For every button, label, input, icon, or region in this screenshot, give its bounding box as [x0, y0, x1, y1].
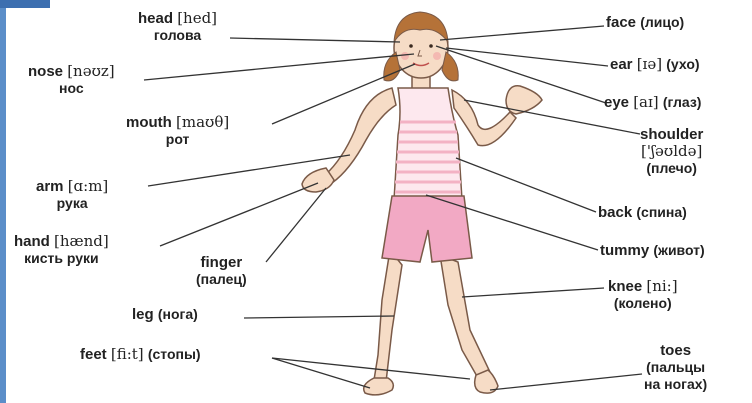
mouth-en: mouth	[126, 114, 172, 131]
eye-ru: (глаз)	[663, 94, 702, 110]
right-leg	[440, 255, 490, 378]
label-arm: arm [ɑ:m] рука	[36, 178, 108, 212]
nose-en: nose	[28, 63, 63, 80]
ear-ipa: [ɪə]	[637, 55, 662, 73]
toes-en: toes	[644, 342, 707, 359]
knee-en: knee	[608, 278, 642, 295]
label-shoulder: shoulder ['ʃəʊldə] (плечо)	[640, 126, 703, 177]
left-hand	[302, 168, 334, 192]
face-ru: (лицо)	[640, 14, 684, 30]
mouth-ipa: [maʊθ]	[176, 113, 229, 131]
arm-ru: рука	[36, 195, 108, 212]
arm-en: arm	[36, 178, 64, 195]
toes-ru-2: на ногах)	[644, 376, 707, 393]
label-finger: finger (палец)	[196, 254, 247, 288]
leg-ru: (нога)	[158, 306, 198, 322]
back-ru: (спина)	[636, 204, 686, 220]
head-ru: голова	[138, 27, 217, 44]
eye-en: eye	[604, 94, 629, 111]
ear-en: ear	[610, 56, 633, 73]
face-en: face	[606, 14, 636, 31]
tummy-ru: (живот)	[653, 242, 704, 258]
mouth-ru: рот	[126, 131, 229, 148]
hand-ru: кисть руки	[14, 250, 109, 267]
ear-ru: (ухо)	[666, 56, 699, 72]
finger-en: finger	[196, 254, 247, 271]
hand-ipa: [hænd]	[54, 232, 109, 250]
label-mouth: mouth [maʊθ] рот	[126, 114, 229, 148]
back-en: back	[598, 204, 632, 221]
right-cheek	[433, 52, 441, 60]
left-eye	[409, 44, 413, 48]
head-en: head	[138, 10, 173, 27]
label-toes: toes (пальцы на ногах)	[644, 342, 707, 393]
left-cheek	[401, 52, 409, 60]
label-ear: ear [ɪə] (ухо)	[610, 56, 700, 73]
knee-ru: (колено)	[608, 295, 678, 312]
label-tummy: tummy (живот)	[600, 242, 705, 259]
label-leg: leg (нога)	[132, 306, 198, 323]
tummy-en: tummy	[600, 242, 649, 259]
head-ipa: [hed]	[177, 9, 217, 27]
shoulder-ru: (плечо)	[640, 160, 703, 177]
eye-ipa: [aɪ]	[633, 93, 658, 111]
label-back: back (спина)	[598, 204, 687, 221]
knee-ipa: [ni:]	[646, 277, 677, 295]
label-feet: feet [fi:t] (стопы)	[80, 346, 201, 363]
feet-ru: (стопы)	[148, 346, 201, 362]
feet-ipa: [fi:t]	[111, 345, 144, 363]
label-hand: hand [hænd] кисть руки	[14, 233, 109, 267]
finger-ru: (палец)	[196, 271, 247, 288]
shoulder-ipa: ['ʃəʊldə]	[640, 143, 703, 160]
nose-ipa: [nəʊz]	[67, 62, 114, 80]
leg-en: leg	[132, 306, 154, 323]
feet-en: feet	[80, 346, 107, 363]
label-knee: knee [ni:] (колено)	[608, 278, 678, 312]
label-eye: eye [aɪ] (глаз)	[604, 94, 701, 111]
arm-ipa: [ɑ:m]	[68, 177, 109, 195]
right-eye	[429, 44, 433, 48]
label-head: head [hed] голова	[138, 10, 217, 44]
shoulder-en: shoulder	[640, 126, 703, 143]
label-face: face (лицо)	[606, 14, 684, 31]
label-nose: nose [nəʊz] нос	[28, 63, 115, 97]
toes-ru-1: (пальцы	[644, 359, 707, 376]
left-foot	[364, 378, 394, 395]
left-arm	[325, 88, 396, 183]
hand-en: hand	[14, 233, 50, 250]
nose-ru: нос	[28, 80, 115, 97]
